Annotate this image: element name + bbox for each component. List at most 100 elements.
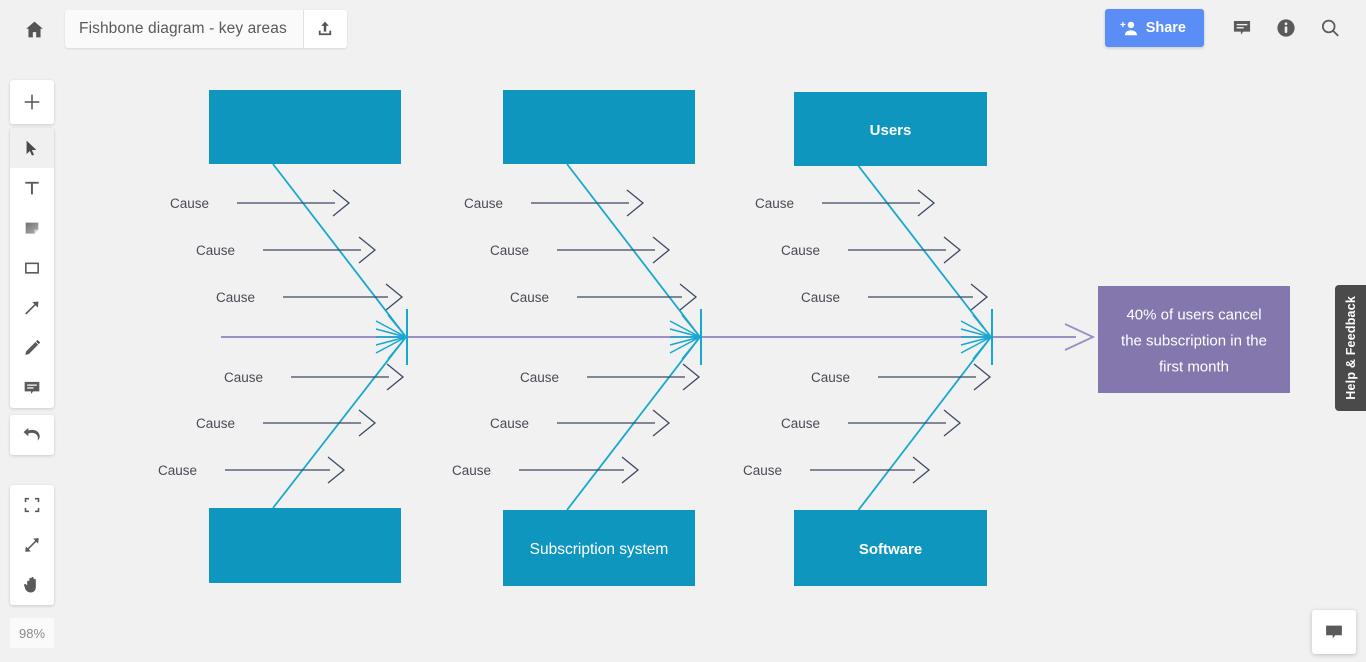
joint-ray: [681, 336, 701, 360]
cause-label[interactable]: Cause: [520, 370, 559, 385]
joint-ray: [972, 336, 992, 360]
cause-arrowhead: [626, 189, 645, 217]
joint-ray: [960, 320, 992, 338]
joint-ray: [960, 336, 992, 354]
search-icon: [1321, 19, 1339, 37]
cause-arrowhead: [682, 363, 701, 391]
joint-ray: [387, 336, 407, 360]
fit-screen-icon: [24, 497, 40, 513]
joint-ray: [960, 328, 992, 338]
bone-joint: [669, 309, 702, 365]
text-tool-icon: [25, 181, 39, 195]
add-person-icon: [1120, 21, 1137, 36]
comment-icon: [1233, 21, 1251, 35]
joint-ray: [669, 328, 701, 338]
topbar-actions: Share: [1104, 9, 1352, 47]
text-tool-button[interactable]: [10, 168, 54, 208]
home-button[interactable]: [18, 13, 50, 45]
export-button[interactable]: [302, 10, 347, 48]
cause-label[interactable]: Cause: [170, 196, 209, 211]
sticky-note-tool-button[interactable]: [10, 208, 54, 248]
cause-label[interactable]: Cause: [801, 290, 840, 305]
help-feedback-tab[interactable]: Help & Feedback: [1335, 285, 1366, 411]
cause-label[interactable]: Cause: [781, 243, 820, 258]
info-button[interactable]: [1264, 9, 1308, 47]
cause-label[interactable]: Cause: [196, 243, 235, 258]
expand-diagonal-icon: [25, 538, 39, 552]
cause-label[interactable]: Cause: [743, 463, 782, 478]
select-tool-button[interactable]: [10, 128, 54, 168]
document-title-group: Fishbone diagram - key areas: [65, 10, 347, 48]
category-box[interactable]: [209, 90, 401, 164]
cause-label[interactable]: Cause: [490, 243, 529, 258]
diagram-canvas[interactable]: 40% of users cancel the subscription in t…: [0, 58, 1366, 662]
cause-arrowhead: [679, 283, 698, 311]
category-box[interactable]: [209, 508, 401, 583]
joint-ray: [375, 336, 407, 354]
bone-joint: [960, 309, 993, 365]
cause-label[interactable]: Cause: [811, 370, 850, 385]
zoom-level-indicator[interactable]: 98%: [10, 618, 54, 648]
cause-label[interactable]: Cause: [216, 290, 255, 305]
info-icon: [1277, 19, 1295, 37]
cause-label[interactable]: Cause: [452, 463, 491, 478]
hand-pan-icon: [24, 576, 36, 593]
cause-label[interactable]: Cause: [196, 416, 235, 431]
joint-ray: [375, 336, 407, 346]
cause-arrowhead: [327, 456, 346, 484]
pan-tool-button[interactable]: [10, 565, 54, 605]
cause-arrowhead: [621, 456, 640, 484]
shape-tool-button[interactable]: [10, 248, 54, 288]
zoom-expand-button[interactable]: [10, 525, 54, 565]
cause-label[interactable]: Cause: [755, 196, 794, 211]
cause-arrowhead: [973, 363, 992, 391]
upload-share-icon: [319, 21, 332, 36]
toolbar-group-add: [10, 80, 54, 124]
joint-ray: [972, 314, 992, 338]
share-button[interactable]: Share: [1104, 9, 1204, 47]
draw-tool-button[interactable]: [10, 328, 54, 368]
category-box[interactable]: [503, 510, 695, 586]
cause-label[interactable]: Cause: [158, 463, 197, 478]
joint-ray: [669, 336, 701, 354]
category-box[interactable]: [794, 92, 987, 166]
cause-arrowhead: [386, 363, 405, 391]
joint-ray: [375, 320, 407, 338]
comments-button[interactable]: [1220, 9, 1264, 47]
cause-label[interactable]: Cause: [224, 370, 263, 385]
joint-ray: [669, 336, 701, 346]
undo-button[interactable]: [10, 415, 54, 455]
top-toolbar: Fishbone diagram - key areas Share: [0, 0, 1366, 58]
comment-tool-button[interactable]: [10, 368, 54, 408]
cause-label[interactable]: Cause: [781, 416, 820, 431]
category-bone-line: [857, 165, 992, 338]
document-title-input[interactable]: Fishbone diagram - key areas: [79, 20, 287, 37]
cause-arrowhead: [970, 283, 989, 311]
category-box-label: Users: [870, 122, 912, 139]
chat-widget-button[interactable]: [1312, 610, 1356, 654]
connector-tool-button[interactable]: [10, 288, 54, 328]
rectangle-shape-icon: [25, 262, 39, 274]
category-box-label: Subscription system: [530, 541, 669, 558]
cause-arrowhead: [358, 409, 377, 437]
add-button[interactable]: [10, 80, 54, 124]
toolbar-group-view: [10, 485, 54, 605]
effect-box-label-line: the subscription in the: [1121, 333, 1267, 350]
search-button[interactable]: [1308, 9, 1352, 47]
fit-to-screen-button[interactable]: [10, 485, 54, 525]
cause-arrowhead: [943, 236, 962, 264]
joint-ray: [669, 320, 701, 338]
category-box[interactable]: [794, 510, 987, 586]
cause-label[interactable]: Cause: [490, 416, 529, 431]
category-box[interactable]: [503, 90, 695, 164]
cause-arrowhead: [332, 189, 351, 217]
undo-icon: [23, 427, 40, 441]
cursor-select-icon: [26, 140, 37, 156]
cause-label[interactable]: Cause: [510, 290, 549, 305]
effect-box-label-line: 40% of users cancel: [1126, 307, 1261, 324]
toolbar-group-main: [10, 128, 54, 408]
cause-label[interactable]: Cause: [464, 196, 503, 211]
effect-box[interactable]: [1098, 286, 1290, 393]
cause-arrowhead: [912, 456, 931, 484]
